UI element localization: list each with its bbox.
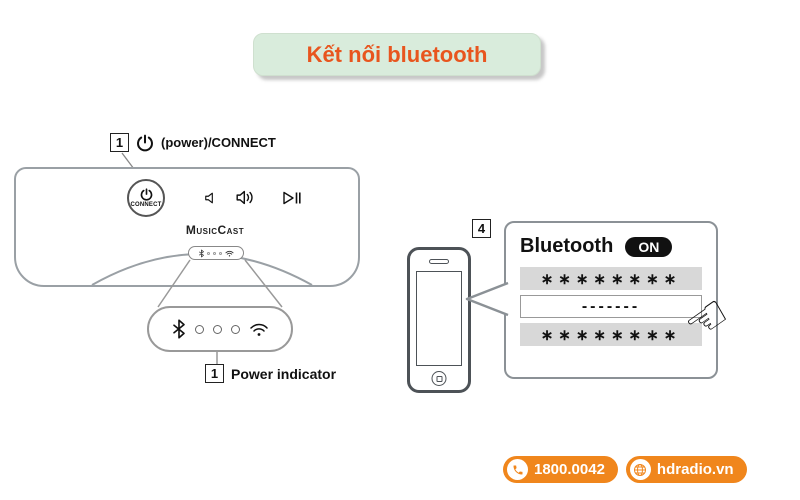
wifi-icon: [224, 250, 234, 257]
phone-home-button: [431, 371, 447, 386]
caption-number-box: 1: [205, 364, 224, 383]
volume-down-icon: [205, 192, 213, 204]
power-icon: [137, 134, 153, 151]
website-badge: hdradio.vn: [625, 456, 747, 483]
power-connect-button: CONNECT: [127, 179, 165, 217]
page-title: Kết nối bluetooth: [306, 41, 488, 67]
bubble-pointer: [465, 281, 509, 317]
device-row-selected: -------: [520, 295, 702, 318]
phone-screen: [416, 271, 462, 366]
indicator-dot: [218, 251, 222, 255]
step4-number-box: 4: [472, 219, 491, 238]
indicator-dot: [230, 324, 240, 334]
play-pause-icon: [283, 191, 301, 205]
step1-callout: 1 (power)/CONNECT: [110, 133, 276, 152]
globe-icon: [629, 459, 651, 480]
power-indicator-dot: [212, 324, 222, 334]
indicator-dot: [194, 324, 204, 334]
zoom-callout-lines: [157, 259, 283, 366]
smartphone: [407, 247, 471, 393]
indicator-dot: [206, 251, 210, 255]
indicator-zoom-view: [147, 306, 293, 352]
indicator-dot: [212, 251, 216, 255]
wifi-icon: [249, 323, 268, 336]
device-list: ∗∗∗∗∗∗∗∗ ------- ∗∗∗∗∗∗∗∗: [520, 267, 702, 346]
website-url: hdradio.vn: [656, 461, 734, 478]
step1-number-box: 1: [110, 133, 129, 152]
connect-button-label: CONNECT: [130, 202, 162, 208]
on-toggle-badge: ON: [625, 236, 673, 257]
title-banner: Kết nối bluetooth: [253, 33, 541, 76]
device-row: ∗∗∗∗∗∗∗∗: [520, 267, 702, 290]
power-indicator-caption: 1 Power indicator: [205, 364, 336, 383]
bluetooth-settings-bubble: Bluetooth ON ∗∗∗∗∗∗∗∗ ------- ∗∗∗∗∗∗∗∗: [504, 221, 718, 379]
footer-contact: 1800.0042 hdradio.vn: [503, 456, 747, 483]
hotline-number: 1800.0042: [534, 461, 605, 478]
volume-up-icon: [236, 190, 253, 205]
speaker-top-panel: [14, 167, 360, 287]
bluetooth-header: Bluetooth ON: [520, 235, 702, 258]
bluetooth-heading: Bluetooth: [520, 235, 614, 257]
phone-icon: [507, 459, 528, 480]
hotline-badge: 1800.0042: [503, 456, 618, 483]
bluetooth-icon: [198, 249, 204, 257]
phone-home-button-inner: [436, 375, 442, 382]
power-indicator-label: Power indicator: [231, 365, 337, 382]
bluetooth-icon: [172, 319, 185, 339]
power-icon: [140, 188, 152, 201]
device-row: ∗∗∗∗∗∗∗∗: [520, 323, 702, 346]
power-connect-label: (power)/CONNECT: [161, 135, 276, 150]
phone-earpiece: [429, 259, 449, 264]
indicator-strip: [188, 246, 244, 260]
musiccast-logo: MusicCast: [185, 223, 245, 237]
